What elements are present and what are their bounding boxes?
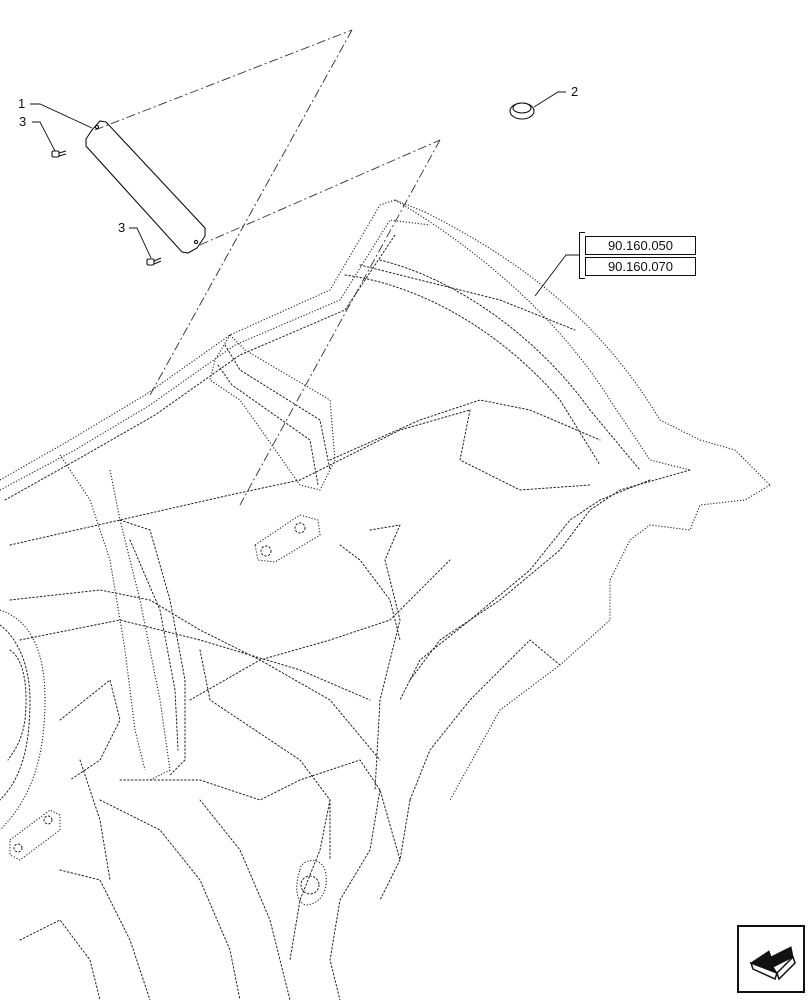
callout-1: 1 (18, 96, 25, 111)
previous-page-button[interactable] (737, 925, 805, 993)
callout-3-top: 3 (19, 114, 26, 129)
cab-structure (0, 199, 771, 1000)
assembly-guide-lines (94, 29, 441, 506)
plug-part (509, 102, 535, 120)
callout-3-bottom: 3 (118, 220, 125, 235)
cover-plate-part (85, 120, 206, 254)
leader-lines (30, 91, 579, 297)
reference-bracket (579, 232, 585, 279)
previous-page-arrow-icon (749, 946, 796, 981)
screw-part-top (51, 150, 67, 158)
screw-part-bottom (146, 257, 162, 266)
reference-link-90-160-050[interactable]: 90.160.050 (585, 236, 696, 255)
reference-link-90-160-070[interactable]: 90.160.070 (585, 257, 696, 276)
callout-2: 2 (571, 84, 578, 99)
